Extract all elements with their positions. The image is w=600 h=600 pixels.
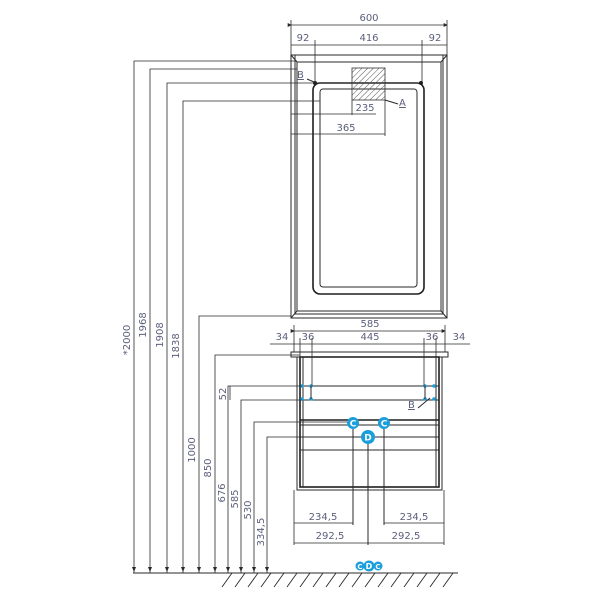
- mirror-light-frame: [312, 82, 425, 295]
- svg-text:D: D: [364, 434, 371, 444]
- floor-line: [133, 572, 458, 588]
- svg-text:D: D: [366, 562, 373, 571]
- cabinet-width-dimensions: 585 34 36 445 36 34: [270, 319, 470, 386]
- label-b-cabinet: B: [408, 400, 415, 411]
- mirror-glass: [319, 88, 418, 288]
- dim-h-1000: 1000: [187, 437, 198, 462]
- dim-445: 445: [360, 332, 379, 343]
- marker-c-left: C: [347, 417, 359, 430]
- dim-234-5-left: 234,5: [309, 512, 338, 523]
- floor-marker-c-right: C: [373, 561, 383, 571]
- dim-h-1908: 1908: [155, 322, 166, 347]
- dim-36-left: 36: [302, 332, 315, 343]
- dim-235: 235: [355, 103, 374, 114]
- mirror: A B: [290, 54, 448, 319]
- dim-234-5-right: 234,5: [400, 512, 429, 523]
- dim-292-5-right: 292,5: [392, 531, 421, 542]
- dim-36-right: 36: [426, 332, 439, 343]
- floor-markers: C D C: [355, 560, 383, 572]
- marker-d: D: [361, 430, 375, 444]
- dim-h-1968: 1968: [138, 312, 149, 337]
- dim-h-850: 850: [203, 458, 214, 477]
- cabinet-bottom-dimensions: 234,5 234,5 292,5 292,5: [293, 490, 445, 545]
- hatched-socket-a: [351, 67, 386, 101]
- dim-365: 365: [336, 123, 355, 134]
- dim-600: 600: [359, 13, 378, 24]
- dim-h-334-5: 334,5: [256, 518, 267, 547]
- label-b-mirror: B: [297, 70, 304, 81]
- dim-h-530: 530: [243, 500, 254, 519]
- dim-34-right: 34: [453, 332, 466, 343]
- height-dimensions: *2000 1968 1908 1838 1000 850 676 585 53…: [122, 60, 361, 573]
- dim-34-left: 34: [276, 332, 289, 343]
- dim-h-676: 676: [217, 483, 228, 502]
- dim-h-2000: *2000: [122, 325, 133, 355]
- dim-h-1838: 1838: [171, 333, 182, 358]
- dim-585: 585: [360, 319, 379, 330]
- svg-text:C: C: [357, 563, 362, 571]
- mirror-outer-frame: [290, 54, 448, 319]
- dim-h-585: 585: [230, 489, 241, 508]
- dim-92-left: 92: [297, 33, 310, 44]
- mount-points: [300, 384, 436, 401]
- dim-52: 52: [218, 388, 229, 401]
- marker-c-right: C: [378, 417, 390, 430]
- label-a: A: [399, 98, 406, 109]
- mirror-width-dimensions: 600 92 416 92 235 365: [287, 13, 448, 136]
- dim-292-5-left: 292,5: [316, 531, 345, 542]
- svg-text:C: C: [375, 563, 380, 571]
- dim-416: 416: [359, 33, 378, 44]
- floor-marker-c-left: C: [355, 561, 365, 571]
- dim-92-right: 92: [429, 33, 442, 44]
- svg-text:C: C: [381, 420, 388, 430]
- svg-text:C: C: [350, 420, 357, 430]
- floor-marker-d: D: [363, 560, 375, 572]
